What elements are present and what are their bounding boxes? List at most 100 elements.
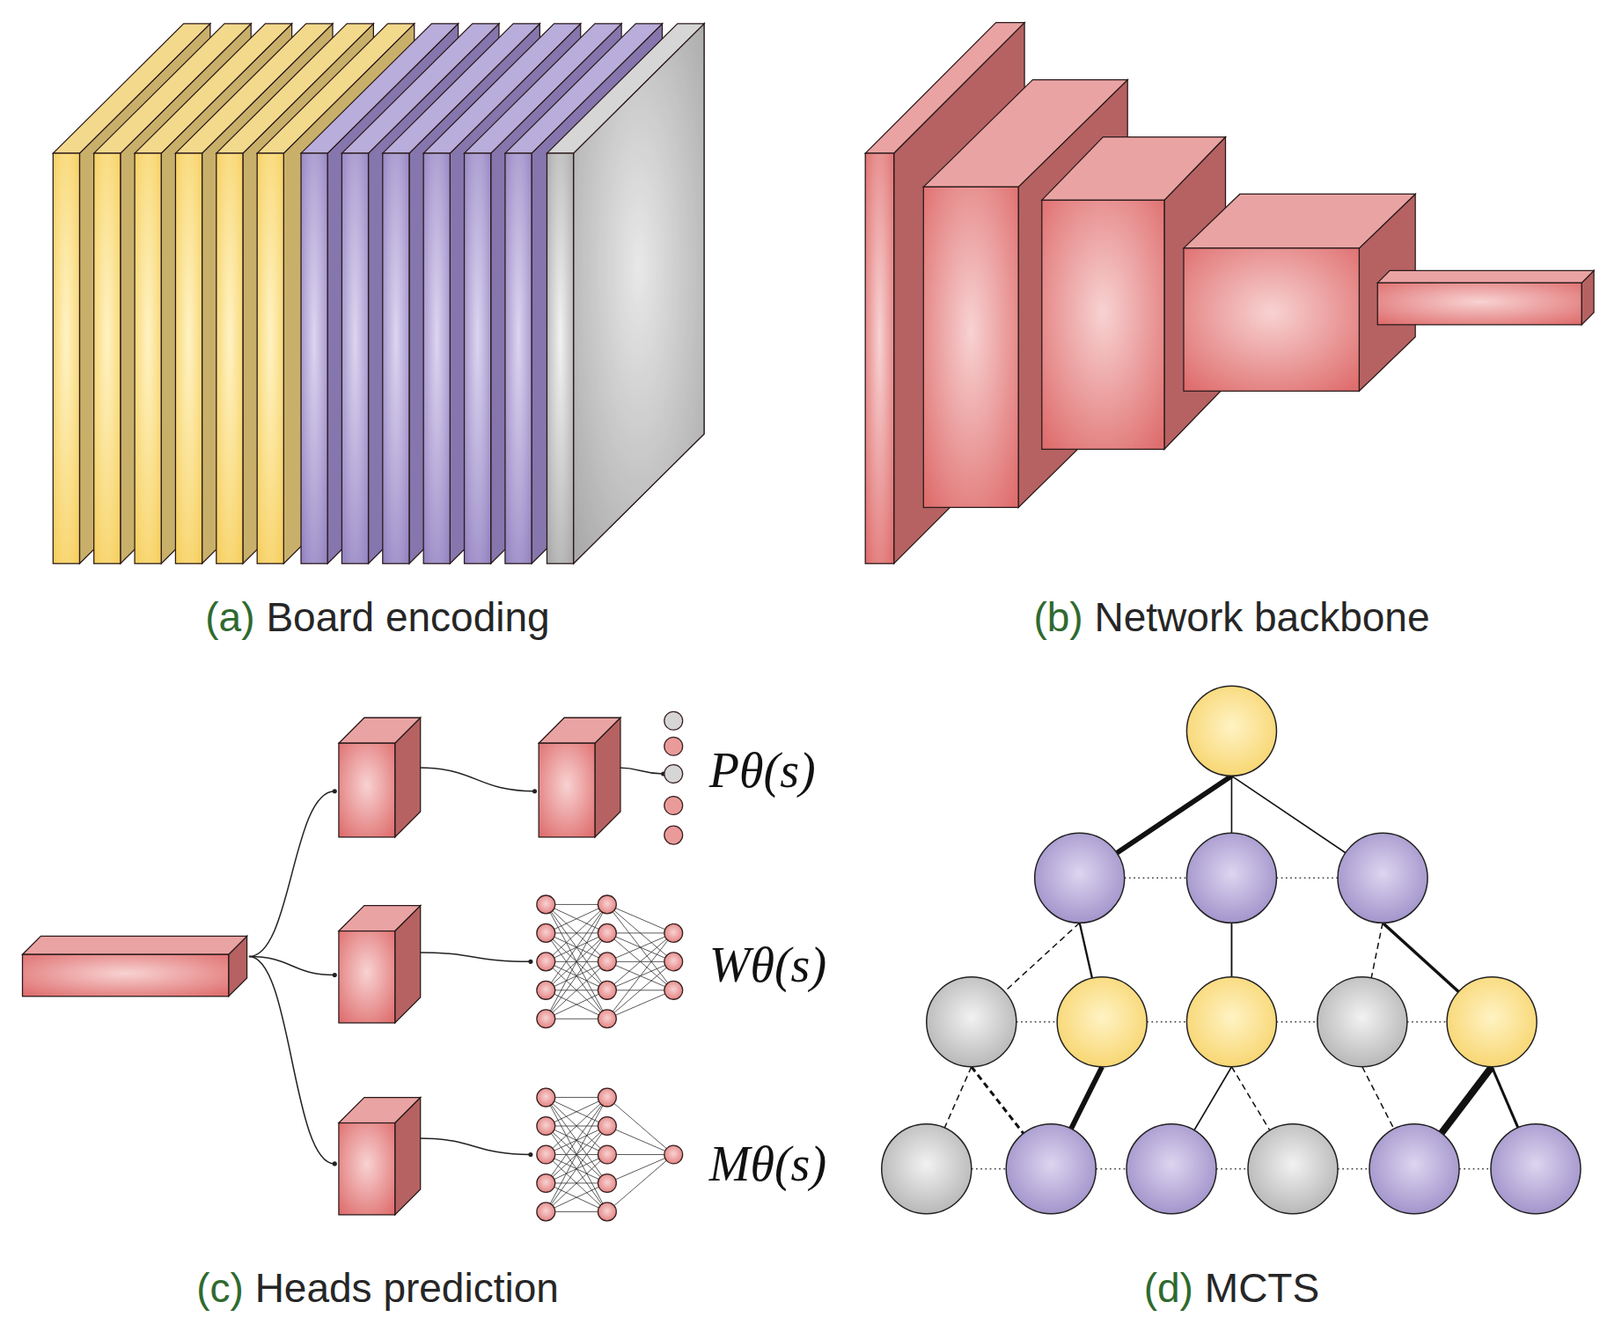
wire-dot (332, 788, 338, 793)
box-front (538, 742, 595, 837)
box-front (300, 153, 328, 564)
head-wire (418, 767, 535, 792)
head-wire (618, 767, 664, 774)
tree-node (1005, 1123, 1096, 1214)
tree-node (1056, 976, 1147, 1067)
wire-dot (532, 788, 537, 793)
panel-tag: (b) (1033, 594, 1083, 640)
box-front (423, 153, 450, 564)
sibling-link (1407, 1020, 1447, 1022)
head-wire (249, 956, 335, 1164)
panel-caption: (d)MCTS (1144, 1263, 1320, 1312)
mlp-unit (597, 1116, 617, 1136)
wire-dot (332, 972, 338, 977)
mlp-weight (545, 1182, 608, 1212)
head-output-label: Mθ(s) (709, 1135, 827, 1192)
mlp-unit (536, 980, 556, 999)
mlp-unit (536, 923, 556, 942)
box-front (338, 742, 396, 837)
tree-branch (944, 1066, 971, 1128)
panel-tag: (d) (1144, 1264, 1194, 1311)
mlp-weight (607, 990, 674, 1019)
mlp-unit (664, 923, 683, 942)
panel-title: Heads prediction (255, 1264, 559, 1311)
mlp-weight (545, 1182, 608, 1212)
mlp-weight (607, 932, 674, 1019)
box-front (464, 153, 492, 564)
tree-branch (1231, 1066, 1270, 1131)
mlp-weight (545, 990, 608, 1019)
box-front (338, 1122, 396, 1215)
tree-node (1247, 1123, 1338, 1214)
box-front (546, 153, 573, 564)
mlp-unit (597, 923, 617, 942)
box-front (52, 153, 80, 564)
mlp-unit (536, 895, 556, 914)
box-front (175, 153, 202, 564)
tree-node (1337, 832, 1428, 923)
box-front (1183, 248, 1359, 391)
head-conv (338, 1097, 421, 1215)
mlp-weight (607, 932, 674, 991)
tree-node (1186, 685, 1277, 776)
wire-dot (528, 1152, 533, 1157)
mlp-unit (536, 1116, 556, 1136)
sibling-link (1276, 877, 1338, 879)
box-side-shade (573, 23, 705, 564)
sibling-link (1124, 877, 1188, 879)
box-front (94, 153, 121, 564)
mlp-weight (607, 1125, 674, 1154)
head-wire (418, 1137, 531, 1155)
feature-vector (1377, 270, 1594, 324)
box-front (923, 186, 1019, 507)
tree-branch (1079, 922, 1093, 978)
tree-branch (1004, 922, 1079, 991)
box-top (338, 905, 421, 932)
mlp-weight (545, 932, 608, 1019)
mlp-weight (607, 1097, 674, 1155)
mlp-unit (536, 952, 556, 971)
mlp-weight (607, 932, 674, 933)
policy-unit (664, 764, 683, 784)
panel-caption: (b)Network backbone (1033, 593, 1430, 641)
board-encoding (52, 23, 705, 564)
tree-branch (1382, 922, 1459, 991)
box-top (1183, 193, 1416, 248)
head-conv (338, 717, 421, 837)
mlp-weight (607, 1153, 674, 1155)
mlp-weight (545, 1097, 608, 1126)
tree-node (1317, 976, 1408, 1067)
mcts-tree (881, 685, 1581, 1213)
mlp-unit (597, 1087, 617, 1107)
box-front (341, 153, 368, 564)
mlp-weight (607, 903, 674, 933)
mlp-unit (597, 895, 617, 914)
box-front (134, 153, 162, 564)
tree-node (1490, 1123, 1581, 1214)
sibling-link (1016, 1020, 1057, 1022)
mlp-unit (536, 1009, 556, 1028)
mlp-unit (597, 1009, 617, 1028)
box-side (894, 22, 1025, 565)
mlp-weight (607, 932, 674, 962)
box-top (546, 23, 705, 154)
head-conv (538, 717, 621, 837)
mlp-weight (545, 990, 608, 1019)
heads-prediction (22, 711, 683, 1221)
tree-node (926, 976, 1017, 1067)
tree-branch (1491, 1066, 1519, 1128)
tree-branch (1371, 922, 1383, 978)
mlp-unit (536, 1202, 556, 1221)
box-top (1377, 270, 1594, 283)
box-front (216, 153, 243, 564)
sibling-link (1337, 1167, 1370, 1169)
tree-node (1186, 976, 1277, 1067)
box-front (1042, 199, 1165, 449)
tree-branch (1194, 1066, 1232, 1131)
mlp-weight (545, 1125, 608, 1212)
tree-branch (1071, 1066, 1102, 1129)
head-output-label: Pθ(s) (709, 741, 816, 799)
panel-caption: (c)Heads prediction (196, 1263, 559, 1312)
mlp-unit (597, 1174, 617, 1193)
mlp-weight (607, 932, 674, 962)
